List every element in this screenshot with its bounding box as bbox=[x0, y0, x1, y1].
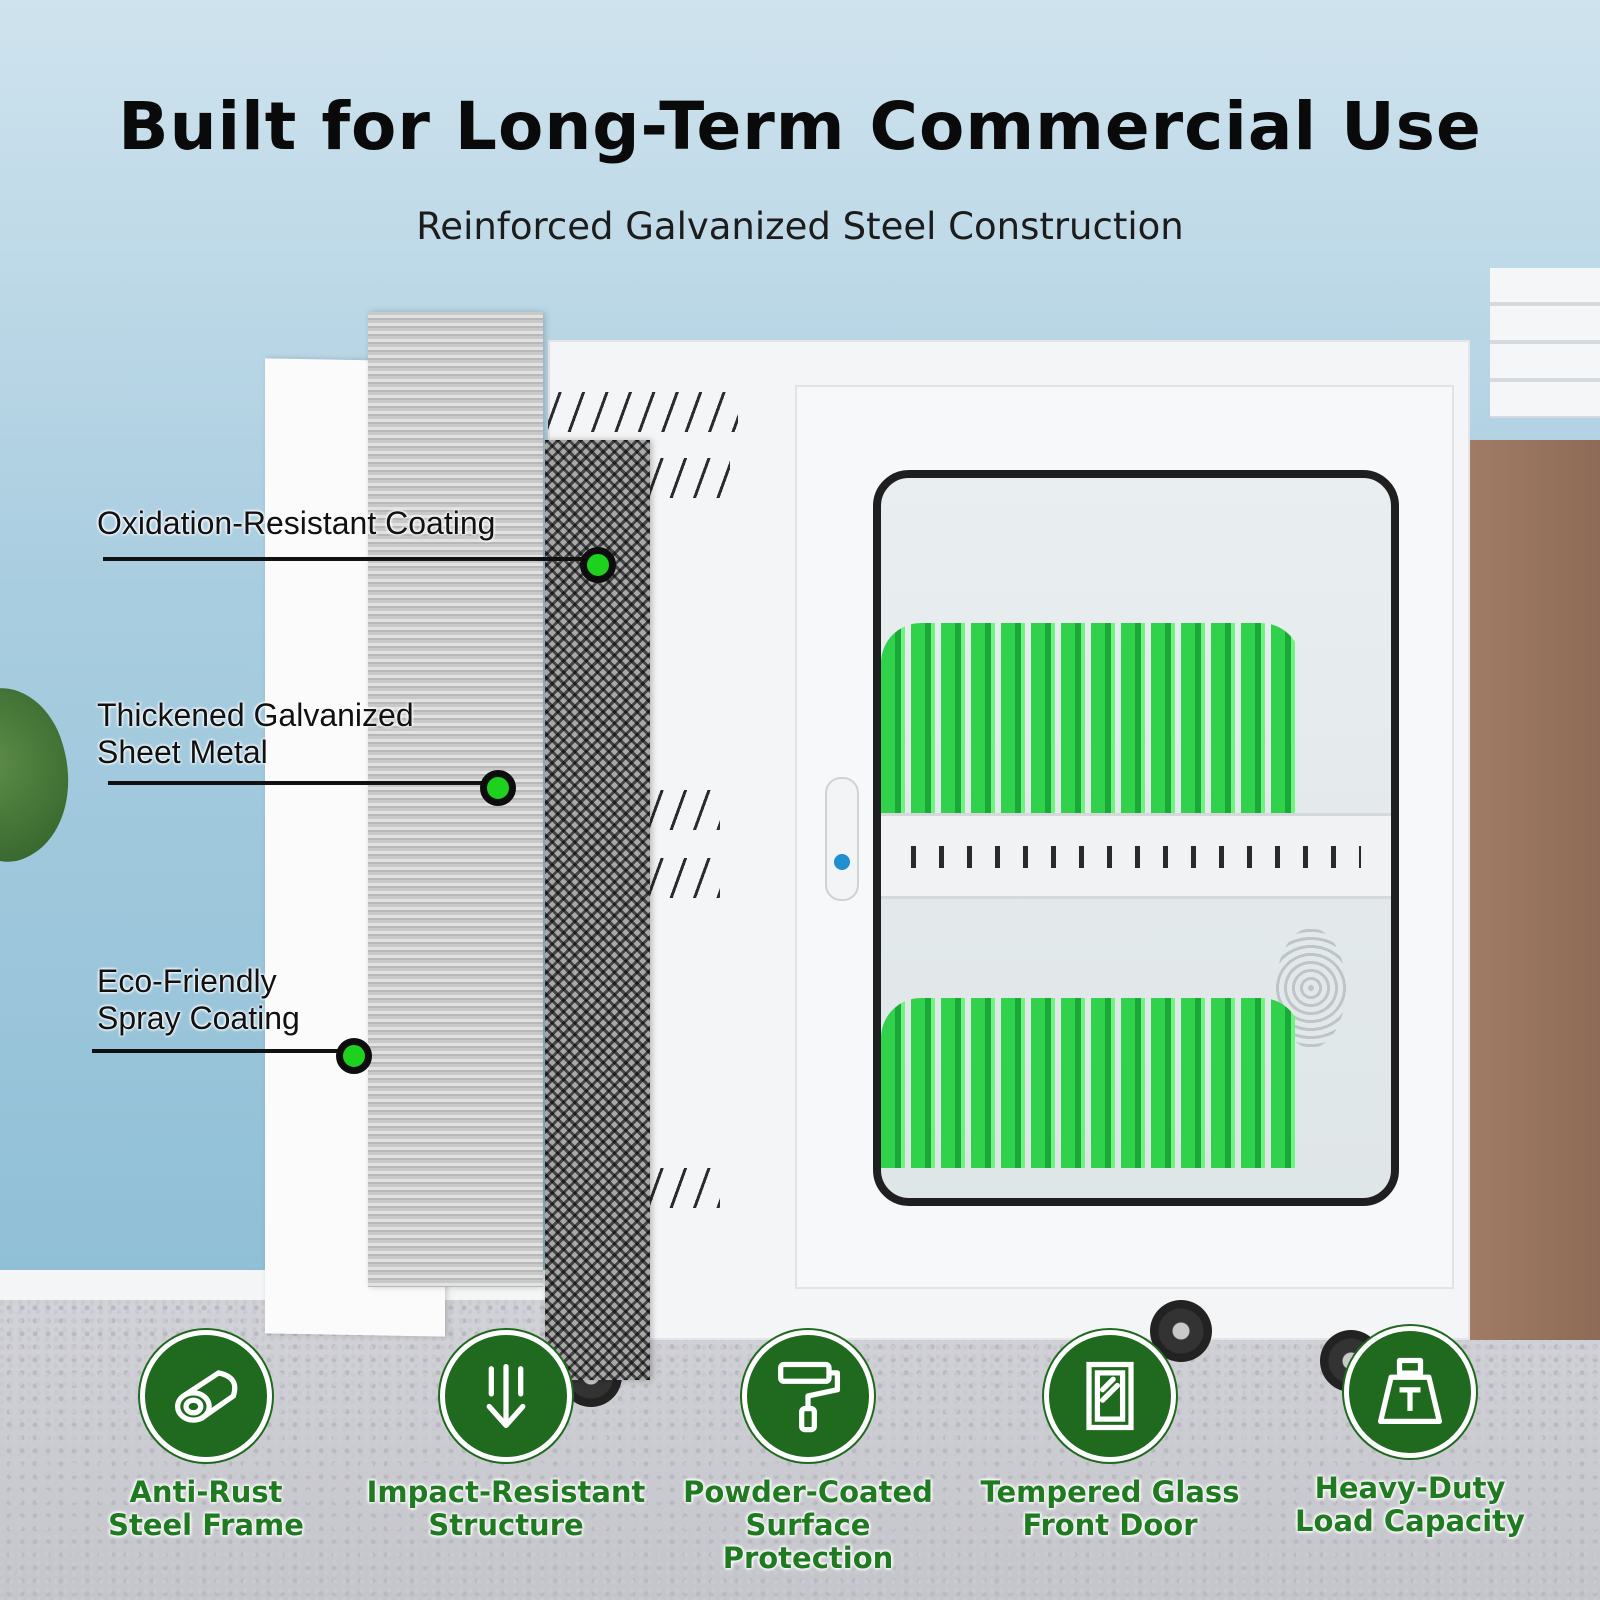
callout-leader-line bbox=[103, 557, 593, 561]
galvanized-sheet-panel bbox=[368, 312, 543, 1287]
callout-oxidation: Oxidation-Resistant Coating bbox=[97, 505, 517, 542]
callout-marker-dot bbox=[336, 1038, 372, 1074]
feature-label: Anti-Rust Steel Frame bbox=[66, 1476, 346, 1542]
callout-marker-dot bbox=[480, 770, 516, 806]
glass-window bbox=[873, 470, 1399, 1206]
usb-ports bbox=[911, 846, 1361, 868]
callout-line1: Eco-Friendly bbox=[97, 963, 277, 999]
weight-icon bbox=[1344, 1326, 1476, 1458]
feature-label-line1: Impact-Resistant bbox=[366, 1475, 646, 1509]
paint-roller-icon bbox=[742, 1330, 874, 1462]
impact-arrow-icon bbox=[440, 1330, 572, 1462]
callout-leader-line bbox=[108, 781, 500, 785]
feature-label-line1: Anti-Rust bbox=[129, 1475, 283, 1509]
usb-shelf bbox=[881, 813, 1391, 899]
feature-label: Heavy-Duty Load Capacity bbox=[1270, 1472, 1550, 1538]
callout-marker-dot bbox=[580, 547, 616, 583]
callout-line1: Thickened Galvanized bbox=[97, 697, 414, 733]
lock-indicator bbox=[834, 854, 850, 870]
feature-label-line2: Load Capacity bbox=[1295, 1504, 1525, 1538]
callout-line1: Oxidation-Resistant Coating bbox=[97, 505, 496, 541]
feature-anti-rust: Anti-Rust Steel Frame bbox=[66, 1330, 346, 1542]
steel-pipe-icon bbox=[140, 1330, 272, 1462]
device-rack-bottom bbox=[881, 998, 1301, 1168]
feature-label-line1: Powder-Coated bbox=[683, 1475, 933, 1509]
callout-line2: Spray Coating bbox=[97, 1000, 300, 1036]
feature-label-line2: Structure bbox=[428, 1508, 584, 1542]
callout-spray: Eco-Friendly Spray Coating bbox=[97, 963, 517, 1037]
wooden-cabinet bbox=[1470, 440, 1600, 1340]
feature-label-line2: Steel Frame bbox=[108, 1508, 304, 1542]
caster-wheel bbox=[1150, 1300, 1212, 1362]
side-vent bbox=[650, 1168, 720, 1208]
mesh-layer-panel bbox=[545, 440, 650, 1380]
book-stack bbox=[1490, 268, 1600, 418]
feature-tempered-glass: Tempered Glass Front Door bbox=[970, 1330, 1250, 1542]
feature-label-line1: Heavy-Duty bbox=[1314, 1471, 1506, 1505]
feature-label-line2: Surface Protection bbox=[722, 1508, 894, 1575]
side-vent bbox=[650, 790, 720, 830]
feature-label: Powder-Coated Surface Protection bbox=[668, 1476, 948, 1575]
callout-leader-line bbox=[92, 1049, 354, 1053]
callout-line2: Sheet Metal bbox=[97, 734, 268, 770]
page-subtitle: Reinforced Galvanized Steel Construction bbox=[416, 205, 1184, 248]
feature-label-line1: Tempered Glass bbox=[980, 1475, 1240, 1509]
page-title: Built for Long-Term Commercial Use bbox=[118, 88, 1482, 165]
glass-door-icon bbox=[1044, 1330, 1176, 1462]
feature-label-line2: Front Door bbox=[1022, 1508, 1198, 1542]
side-vent bbox=[650, 458, 730, 498]
callout-galvanized: Thickened Galvanized Sheet Metal bbox=[97, 697, 517, 771]
feature-label: Tempered Glass Front Door bbox=[970, 1476, 1250, 1542]
device-rack-top bbox=[881, 623, 1301, 813]
feature-label: Impact-Resistant Structure bbox=[366, 1476, 646, 1542]
feature-impact: Impact-Resistant Structure bbox=[366, 1330, 646, 1542]
door-lock bbox=[825, 777, 859, 901]
side-vent bbox=[548, 392, 738, 432]
side-vent bbox=[650, 858, 720, 898]
feature-heavy-duty: Heavy-Duty Load Capacity bbox=[1270, 1326, 1550, 1538]
feature-powder-coated: Powder-Coated Surface Protection bbox=[668, 1330, 948, 1575]
